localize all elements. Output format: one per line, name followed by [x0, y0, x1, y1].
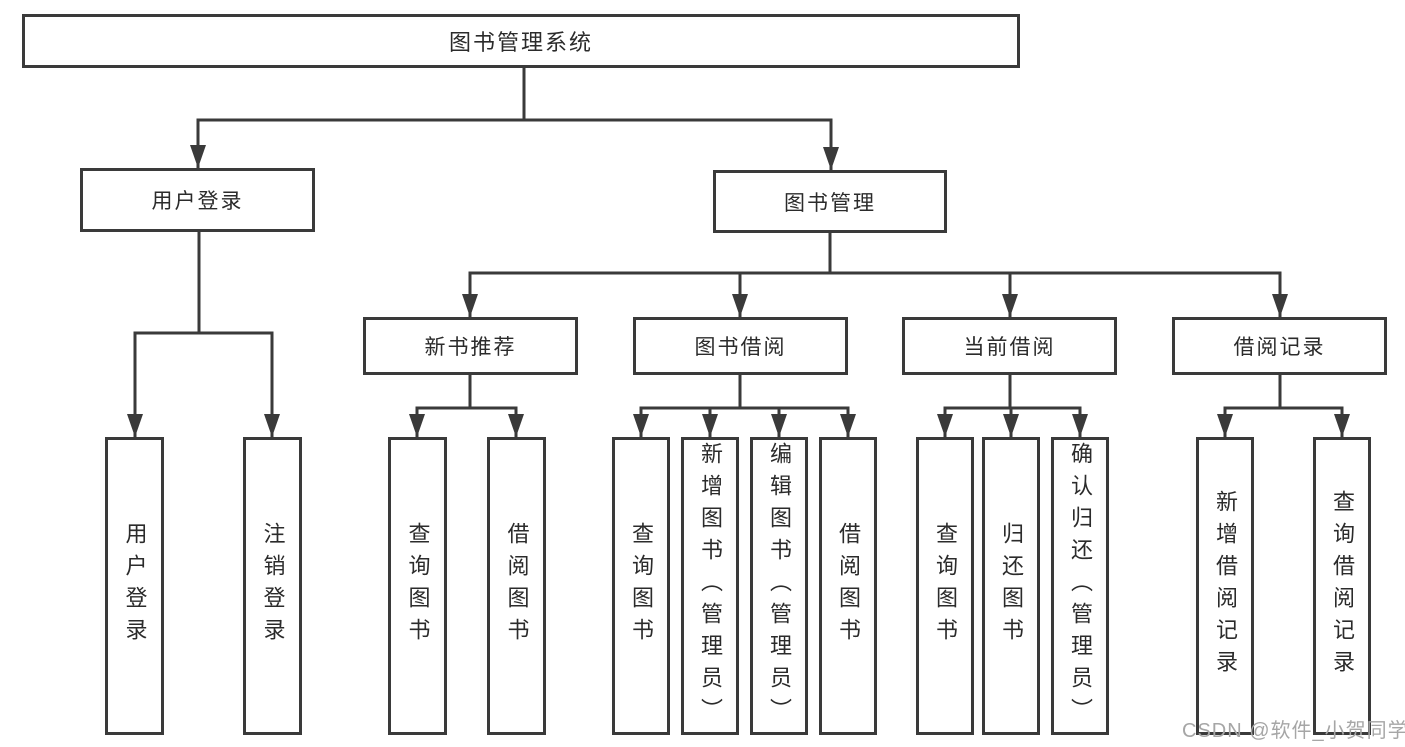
arrowhead: [702, 414, 718, 437]
arrowhead: [409, 414, 425, 437]
leaf-add-books-admin: 新增图书（管理员）: [681, 437, 739, 735]
leaf-query-books-borrow: 查询图书: [612, 437, 670, 735]
arrowhead: [1003, 414, 1019, 437]
leaf-return-books: 归还图书: [982, 437, 1040, 735]
leaf-query-books-current: 查询图书: [916, 437, 974, 735]
node-book-borrowing: 图书借阅: [633, 317, 848, 375]
arrowhead: [633, 414, 649, 437]
node-library-system: 图书管理系统: [22, 14, 1020, 68]
connector-current-borrow-children: [937, 375, 1088, 437]
node-book-management: 图书管理: [713, 170, 947, 233]
arrowhead: [1002, 294, 1018, 317]
leaf-borrow-books: 借阅图书: [819, 437, 877, 735]
connector-borrow-record-children: [1217, 375, 1350, 437]
arrowhead: [462, 294, 478, 317]
connector-new-book-children: [409, 375, 524, 437]
leaf-query-books-recommend: 查询图书: [388, 437, 447, 735]
arrowhead: [823, 147, 839, 170]
arrowhead: [508, 414, 524, 437]
node-new-book-recommend: 新书推荐: [363, 317, 578, 375]
leaf-add-borrow-record: 新增借阅记录: [1196, 437, 1254, 735]
leaf-edit-books-admin: 编辑图书（管理员）: [750, 437, 808, 735]
leaf-confirm-return-admin: 确认归还（管理员）: [1051, 437, 1109, 735]
leaf-logout-login: 注销登录: [243, 437, 302, 735]
leaf-borrow-books-recommend: 借阅图书: [487, 437, 546, 735]
arrowhead: [190, 145, 206, 168]
connector-user-login-children: [127, 232, 280, 437]
connector-root-to-level2: [190, 68, 839, 170]
csdn-watermark: CSDN @软件_小贺同学: [1182, 720, 1405, 742]
arrowhead: [732, 294, 748, 317]
leaf-query-borrow-record: 查询借阅记录: [1313, 437, 1371, 735]
arrowhead: [937, 414, 953, 437]
arrowhead: [1217, 414, 1233, 437]
node-current-borrowing: 当前借阅: [902, 317, 1117, 375]
arrowhead: [840, 414, 856, 437]
arrowhead: [264, 414, 280, 437]
node-borrow-records: 借阅记录: [1172, 317, 1387, 375]
node-user-login: 用户登录: [80, 168, 315, 232]
arrowhead: [1072, 414, 1088, 437]
arrowhead: [1334, 414, 1350, 437]
arrowhead: [1272, 294, 1288, 317]
arrowhead: [771, 414, 787, 437]
connector-book-borrow-children: [633, 375, 856, 437]
leaf-user-login: 用户登录: [105, 437, 164, 735]
arrowhead: [127, 414, 143, 437]
connector-book-management-children: [462, 233, 1288, 317]
